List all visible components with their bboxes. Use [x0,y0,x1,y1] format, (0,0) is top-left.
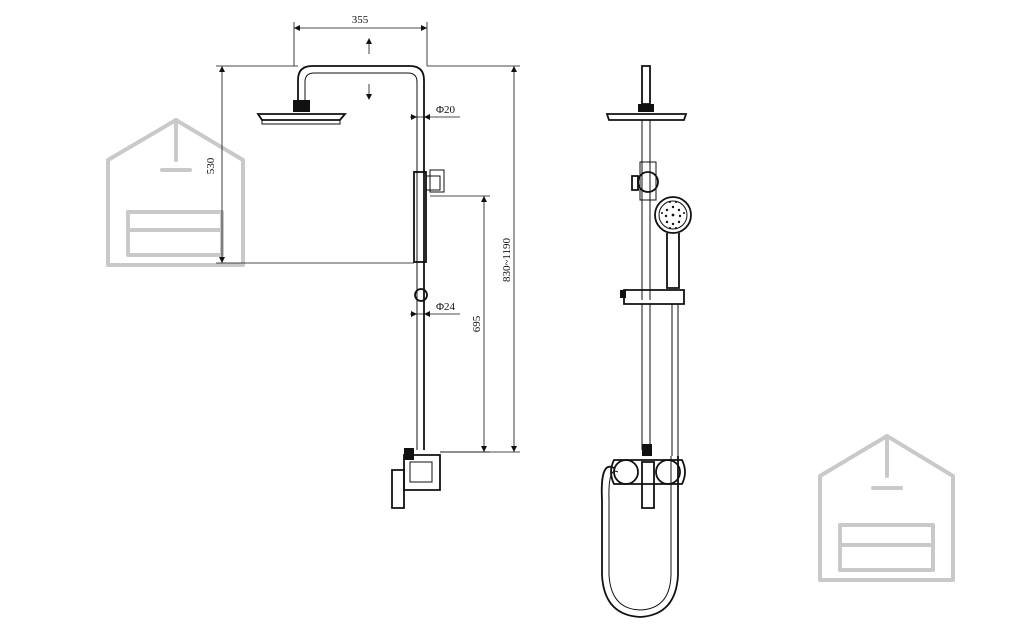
shower-hose [600,456,679,618]
shower-arm [297,65,425,450]
arrow-down-icon [366,84,372,100]
dim-pipe-upper: Φ20 [436,104,456,116]
arrow-up-icon [366,38,372,54]
side-view [256,65,445,509]
slider-knob [414,288,428,302]
house-sofa-logo-icon [106,118,245,267]
dim-slide-length: 695 [471,315,483,332]
head-connector [293,100,310,112]
dim-width-top: 355 [352,14,369,26]
dim-height-left: 530 [205,157,217,174]
hand-shower-head [654,196,692,234]
slide-bracket [623,289,685,305]
mixer-valve [403,454,441,491]
house-sofa-logo-icon [818,434,955,582]
rain-shower-head-front [605,113,688,121]
dim-pipe-lower: Φ24 [436,301,456,313]
rain-shower-head [256,113,347,121]
dimension-lines: 355 530 Φ20 Φ24 695 830~1190 [205,14,520,453]
front-view [600,65,692,618]
hand-shower-holder [413,171,427,263]
dim-total-height: 830~1190 [501,237,513,282]
mixer-valve-front [610,459,686,485]
